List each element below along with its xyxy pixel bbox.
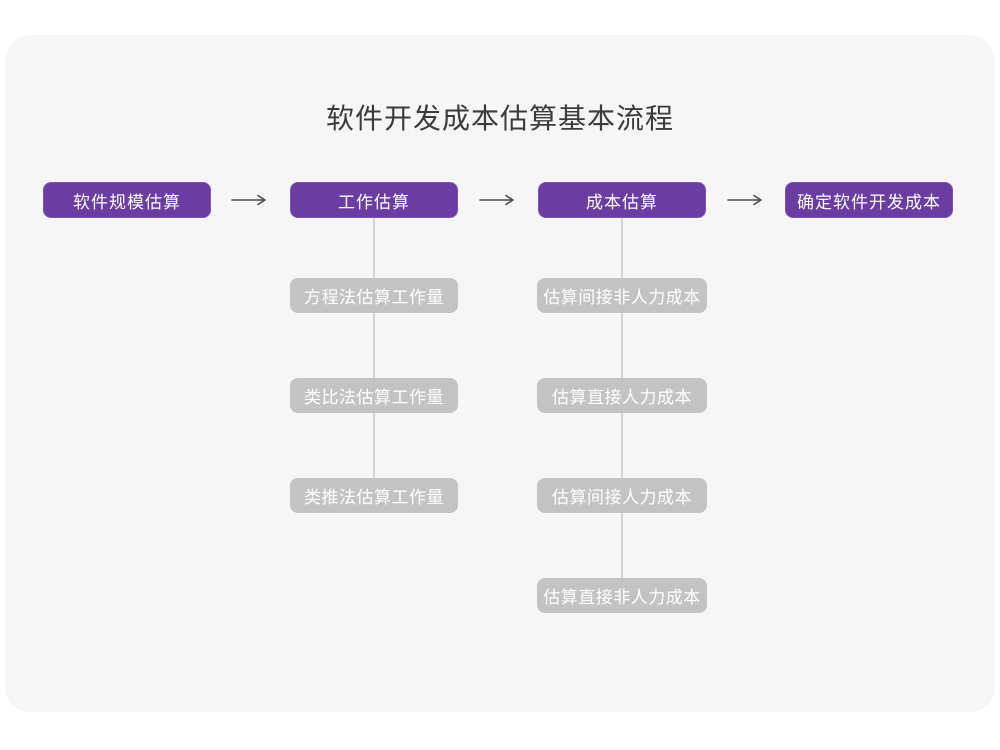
subnode-direct-nonlabor-cost: 估算直接非人力成本 [537,578,707,613]
subnode-label: 估算直接非人力成本 [543,588,701,607]
flowchart-card [5,35,995,712]
stage-work-estimation: 工作估算 [290,182,458,218]
stage-label: 软件规模估算 [73,192,181,212]
stage-software-scale-estimation: 软件规模估算 [43,182,211,218]
stage-label: 工作估算 [338,192,410,212]
subnode-indirect-labor-cost: 估算间接人力成本 [537,478,707,513]
subnode-label: 类推法估算工作量 [304,488,444,507]
flow-arrow [479,194,514,206]
stage-determine-development-cost: 确定软件开发成本 [785,182,953,218]
subnode-comparison-method: 类比法估算工作量 [290,378,458,413]
subnode-analogy-method: 类推法估算工作量 [290,478,458,513]
stage-cost-estimation: 成本估算 [538,182,706,218]
diagram-title: 软件开发成本估算基本流程 [325,103,674,134]
subnode-direct-labor-cost: 估算直接人力成本 [537,378,707,413]
subnode-label: 估算直接人力成本 [552,388,692,407]
subnode-indirect-nonlabor-cost: 估算间接非人力成本 [537,278,707,313]
stage-label: 确定软件开发成本 [797,192,941,212]
connector-work-column [373,218,375,478]
flow-arrow [231,194,266,206]
subnode-label: 估算间接人力成本 [552,488,692,507]
flow-arrow [727,194,762,206]
subnode-equation-method: 方程法估算工作量 [290,278,458,313]
subnode-label: 类比法估算工作量 [304,388,444,407]
stage-label: 成本估算 [586,192,658,212]
subnode-label: 方程法估算工作量 [304,288,444,307]
subnode-label: 估算间接非人力成本 [543,288,701,307]
